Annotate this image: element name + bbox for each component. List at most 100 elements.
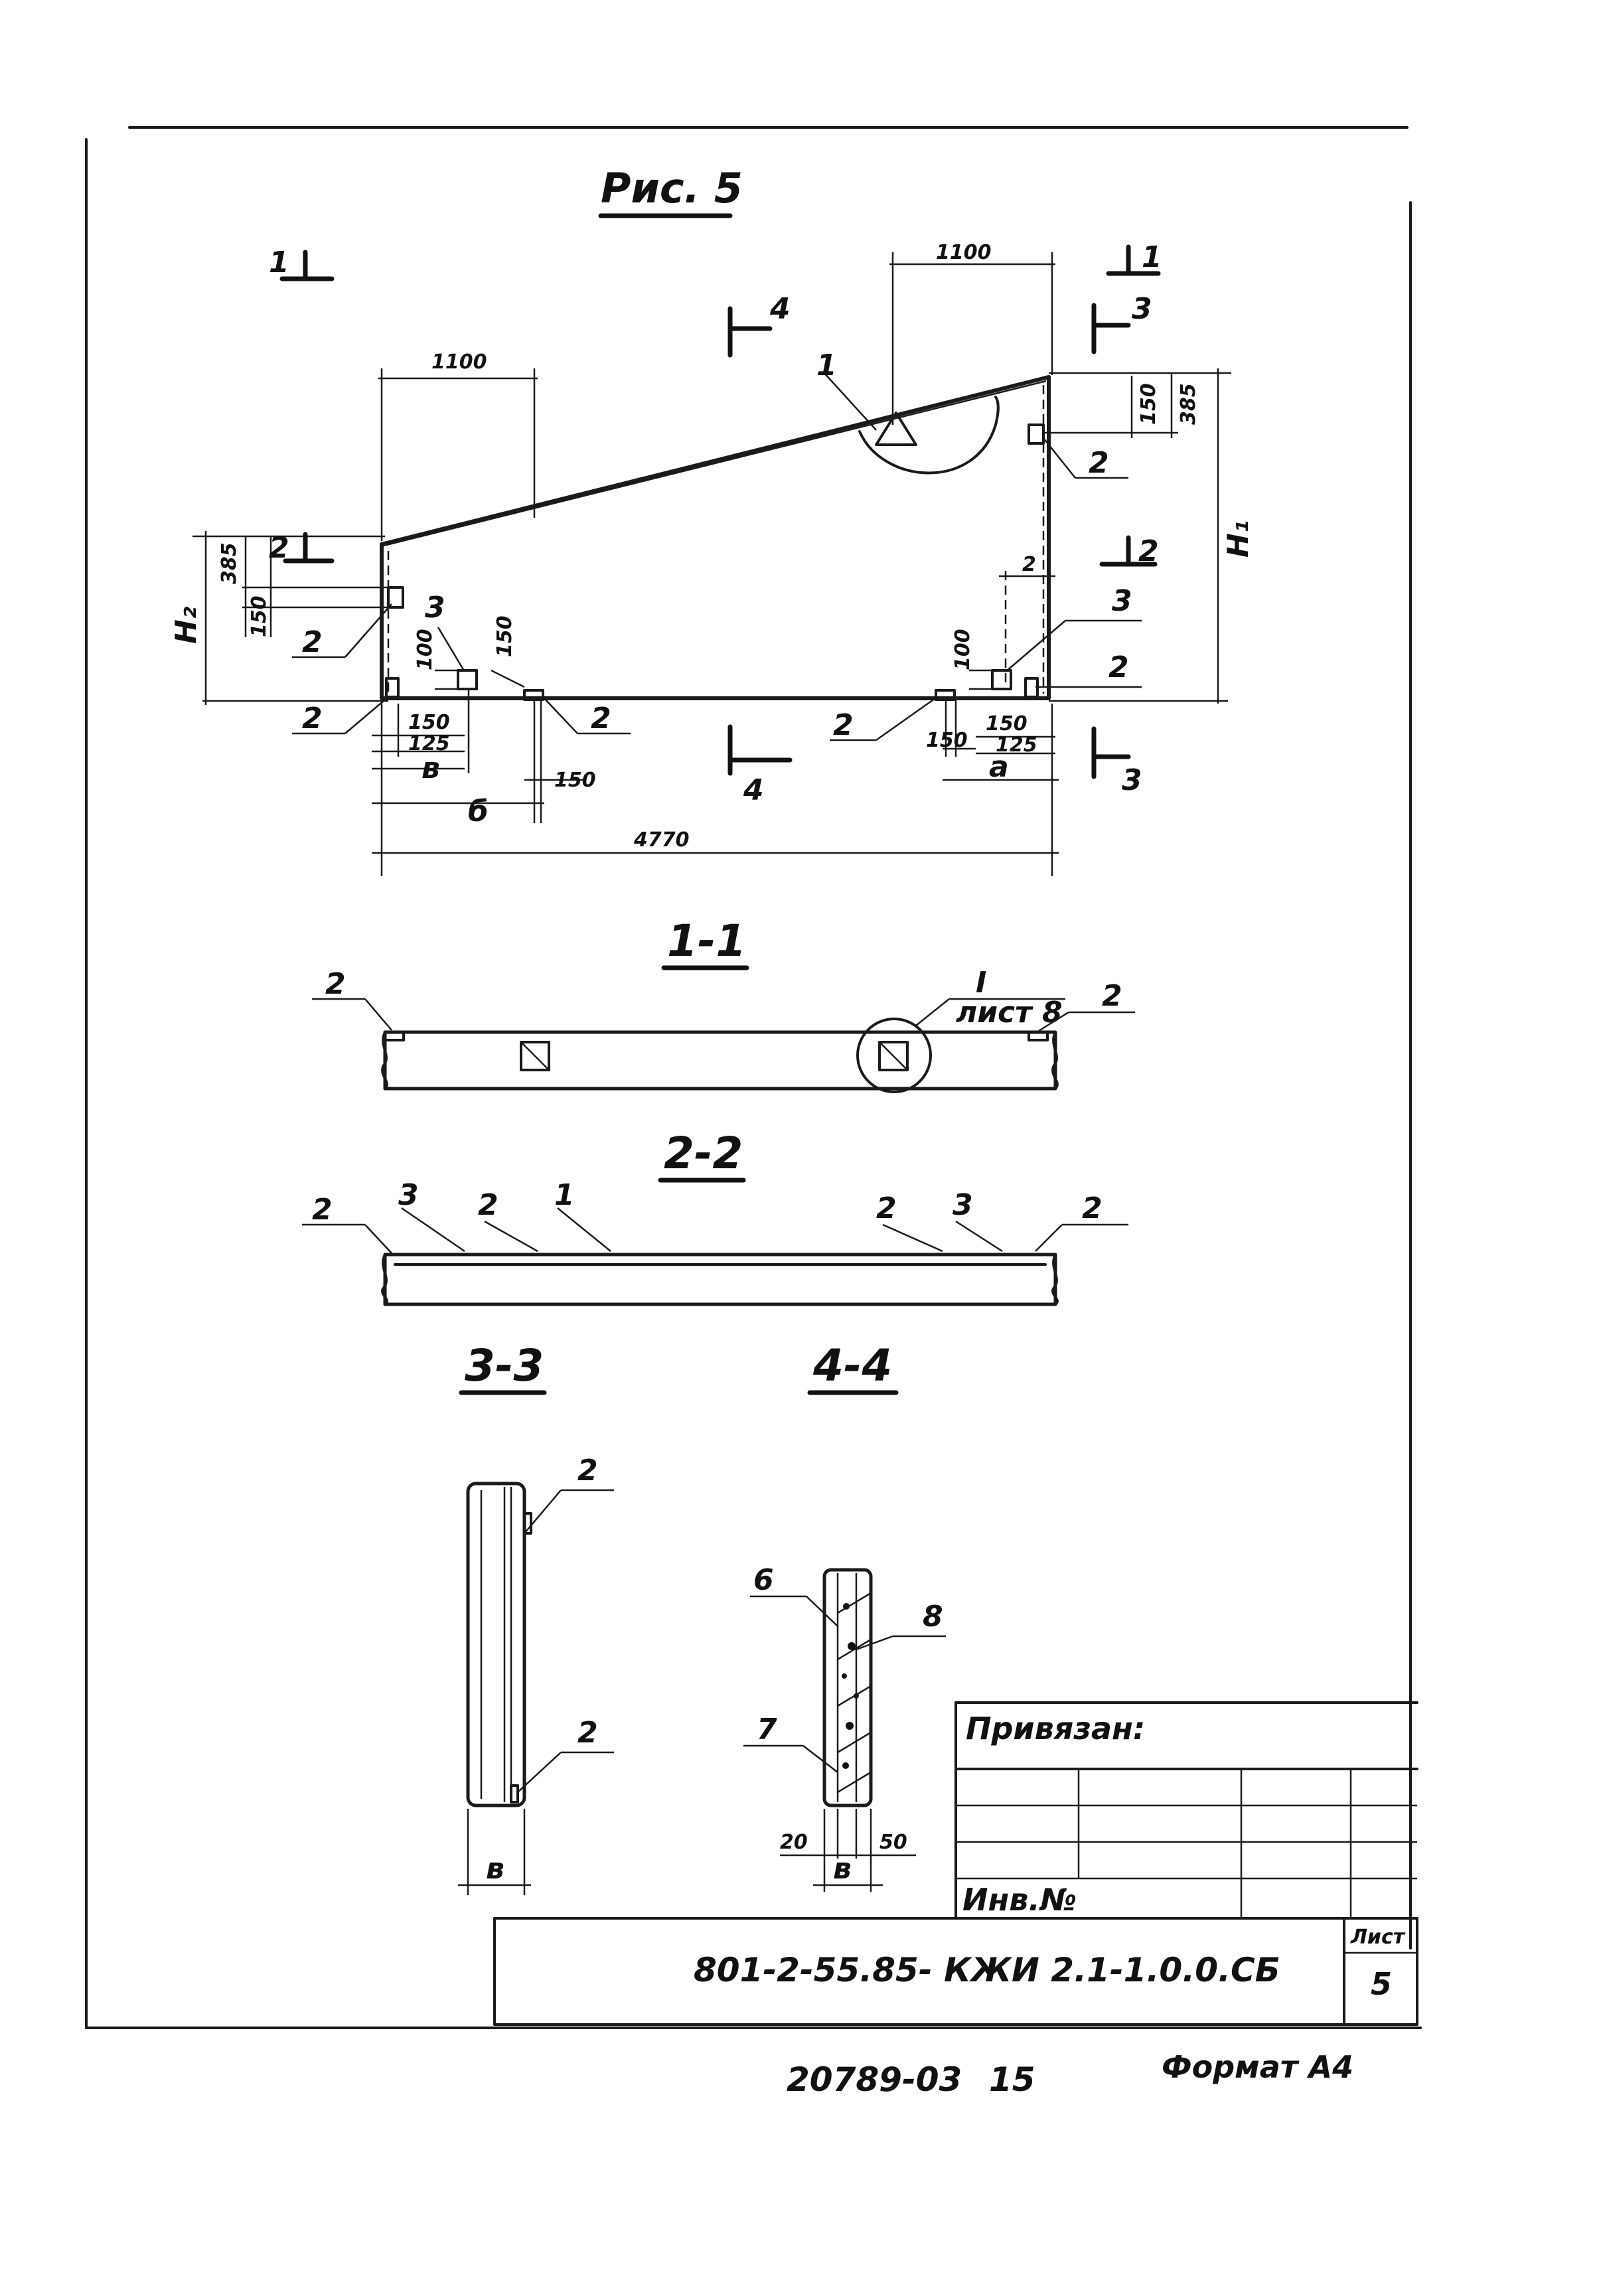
callout-3-left: 3 [425, 591, 466, 672]
svg-text:3: 3 [1122, 763, 1142, 797]
cut-marker-3-bottom: 3 [1091, 726, 1142, 797]
svg-text:4: 4 [743, 773, 764, 807]
section-1-1-title: 1-1 [667, 915, 746, 966]
s11-callout-2-left: 2 [325, 967, 346, 1001]
callout-2-left-plate: 2 [542, 696, 631, 735]
s44-callout-8: 8 [923, 1600, 943, 1634]
dim-right-a: а [989, 750, 1009, 784]
cut-marker-4-top: 4 [727, 292, 791, 358]
s22-callout-2-d: 2 [1082, 1191, 1103, 1225]
cut-marker-1-right: 1 [1106, 240, 1162, 276]
dim-left-b: в [421, 751, 440, 785]
s22-callout-1: 1 [554, 1178, 575, 1212]
section-1-1: 1-1 I лист 8 2 2 [312, 915, 1135, 1093]
s22-callout-2-b: 2 [478, 1188, 498, 1222]
s22-callout-2-c: 2 [876, 1191, 897, 1225]
s33-callout-2-bottom: 2 [577, 1716, 598, 1750]
dim-right-bottom-125: 125 [996, 733, 1037, 757]
lifting-loop [875, 412, 917, 446]
s33-callout-2-top: 2 [577, 1454, 598, 1488]
dim-right-385: 385 [1177, 383, 1200, 425]
svg-text:3: 3 [425, 591, 445, 625]
detail-circle [858, 396, 1000, 475]
svg-text:2: 2 [302, 702, 323, 735]
svg-text:1: 1 [1142, 240, 1162, 274]
figure-title-text: Рис. 5 [601, 164, 743, 212]
stamp-bound-label: Привязан: [966, 1711, 1145, 1746]
dim-left-bottom-125: 125 [408, 732, 450, 755]
dim-top-left-1100: 1100 [431, 350, 487, 374]
callout-2-left-bottom: 2 [292, 696, 389, 735]
svg-text:1: 1 [269, 246, 289, 279]
footer: 20789-03 15 Формат А4 [787, 2049, 1353, 2099]
s22-callout-2-a: 2 [312, 1193, 333, 1227]
callout-1: 1 [816, 348, 877, 431]
s44-dim-50: 50 [879, 1831, 907, 1854]
s11-callout-2-right: 2 [1102, 979, 1122, 1013]
detail-ref-sheet: лист 8 [956, 996, 1063, 1030]
svg-text:3: 3 [1132, 292, 1152, 326]
cut-marker-2-right: 2 [1099, 534, 1159, 568]
section-3-3-title: 3-3 [465, 1340, 544, 1391]
section-3-3: 3-3 2 2 в [458, 1340, 614, 1895]
cut-marker-1-left: 1 [269, 246, 335, 281]
stamp-inv-label: Инв.№ [962, 1882, 1077, 1918]
svg-text:2: 2 [1089, 446, 1109, 480]
dim-top-right-1100: 1100 [936, 241, 992, 264]
detail-ref-roman: I [976, 966, 986, 1000]
stamp-doc-code: 801-2-55.85- КЖИ 2.1-1.0.0.СБ [694, 1951, 1280, 1989]
dim-right-2: 2 [1022, 553, 1036, 576]
cut-marker-3-top: 3 [1091, 292, 1152, 354]
section-2-2: 2-2 2 3 2 1 2 3 2 [302, 1128, 1128, 1306]
svg-text:4: 4 [769, 292, 791, 326]
footer-page-number: 15 [989, 2060, 1035, 2099]
dim-left-bold-b: б [468, 795, 489, 828]
dim-total-4770: 4770 [633, 828, 690, 852]
dim-right-bottom-150b: 150 [986, 712, 1028, 735]
callout-2-right-bottom: 2 [1035, 651, 1142, 688]
dim-left-385: 385 [218, 542, 241, 584]
callout-2-right-plate: 2 [830, 696, 938, 742]
dim-left-150c: 150 [554, 769, 596, 792]
dim-h2: H₂ [169, 607, 203, 644]
dim-left-150: 150 [248, 595, 271, 637]
sheet-frame [85, 126, 1422, 2029]
section-4-4-title: 4-4 [812, 1340, 892, 1391]
stamp-sheet-label: Лист [1350, 1926, 1406, 1949]
detail-I-circle [856, 1018, 932, 1093]
callout-2-left-mid: 2 [292, 603, 392, 659]
svg-text:2: 2 [591, 702, 611, 735]
s22-callout-3-a: 3 [398, 1178, 419, 1212]
dim-left-150b: 150 [493, 615, 516, 657]
figure-title: Рис. 5 [598, 164, 743, 218]
dim-h1: H₁ [1221, 520, 1255, 558]
dim-right-150: 150 [1137, 383, 1160, 425]
section-2-2-title: 2-2 [664, 1128, 743, 1179]
s44-dim-b: в [833, 1852, 852, 1886]
callout-2-right-top: 2 [1043, 437, 1128, 480]
svg-text:2: 2 [302, 625, 323, 659]
svg-text:1: 1 [816, 348, 837, 382]
callout-3-right: 3 [1005, 584, 1142, 672]
section-4-4: 4-4 6 8 7 20 50 в [743, 1340, 946, 1892]
s22-callout-3-b: 3 [953, 1188, 973, 1222]
dim-left-bottom-150: 150 [408, 711, 450, 734]
s44-callout-7: 7 [757, 1713, 777, 1746]
s33-dim-b: в [486, 1852, 504, 1886]
stamp-sheet-number: 5 [1371, 1966, 1392, 2002]
dim-left-100: 100 [414, 629, 437, 670]
cut-marker-2-left: 2 [269, 531, 335, 565]
svg-text:2: 2 [1108, 651, 1129, 684]
cut-marker-4-bottom: 4 [727, 724, 793, 807]
dim-right-bottom-150: 150 [926, 729, 968, 752]
svg-text:2: 2 [1138, 534, 1159, 568]
title-block: Привязан: Инв.№ 801-2-55.85- КЖИ 2.1-1.0… [493, 1701, 1418, 2026]
footer-format: Формат А4 [1162, 2049, 1353, 2085]
svg-text:2: 2 [833, 708, 854, 742]
svg-text:3: 3 [1112, 584, 1132, 618]
dim-right-100: 100 [951, 629, 974, 670]
elevation-view: 1100 1100 H₁ 150 385 H₂ 385 150 100 150 [169, 240, 1255, 876]
s44-dim-20: 20 [780, 1831, 808, 1854]
svg-text:2: 2 [269, 531, 289, 565]
